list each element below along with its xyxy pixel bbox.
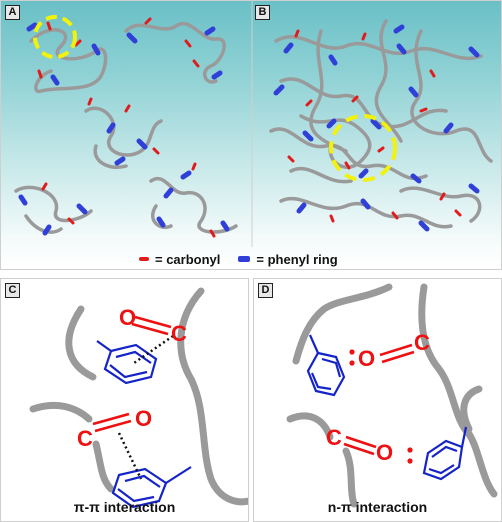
- phenyl-ring-lower: [111, 466, 192, 509]
- chain: [93, 144, 128, 169]
- legend-phenyl-label: = phenyl ring: [256, 251, 338, 267]
- polymer-backbones: [29, 287, 248, 506]
- panel-label-c: C: [5, 283, 20, 298]
- backbone: [460, 385, 483, 433]
- highlight-circle-b: [329, 114, 397, 182]
- lone-pair-dot: [407, 447, 413, 453]
- panel-c: O C O C C π-π interaction: [0, 278, 249, 522]
- backbone: [65, 305, 97, 381]
- carbonyl-groups: [37, 17, 462, 238]
- backbone: [92, 440, 115, 493]
- chain: [410, 29, 493, 163]
- atom-c-upper: C: [414, 330, 430, 355]
- lone-pair-dots: [349, 349, 413, 464]
- panel-ab: A B = carbonyl = phenyl ring: [0, 0, 502, 270]
- chain: [374, 19, 403, 143]
- chain: [124, 22, 226, 84]
- caption-n-pi: n-π interaction: [327, 499, 428, 515]
- panel-label-a: A: [5, 5, 20, 20]
- carbonyl-bonds: [343, 343, 415, 456]
- atom-o-lower: O: [376, 440, 394, 465]
- phenyl-ring-upper: [306, 334, 346, 397]
- carbonyl-swatch: [139, 257, 149, 261]
- chain: [274, 34, 483, 61]
- atom-c-lower: C: [77, 426, 93, 451]
- polymer-chains-a: [14, 22, 238, 234]
- caption-pi-pi: π-π interaction: [73, 499, 176, 515]
- phenyl-groups: [18, 22, 480, 236]
- panel-label-b: B: [255, 5, 270, 20]
- backbone: [418, 283, 498, 498]
- phenyl-swatch: [238, 256, 251, 262]
- backbone: [177, 287, 248, 506]
- n-pi-diagram: [286, 283, 498, 508]
- chain: [269, 127, 428, 180]
- pi-pi-dots-lower: [117, 432, 143, 480]
- chain: [299, 114, 372, 169]
- backbone: [29, 401, 93, 423]
- pi-pi-diagram: [29, 287, 248, 509]
- phenyl-ring-lower: [422, 426, 468, 481]
- phenyl-ring-upper: [96, 340, 158, 385]
- atom-o-lower: O: [135, 406, 153, 431]
- panel-label-d: D: [258, 283, 273, 298]
- lone-pair-dot: [349, 349, 355, 355]
- legend-carbonyl-label: = carbonyl: [155, 251, 221, 267]
- atom-o-upper: O: [119, 305, 137, 330]
- chain-diagram-ab: [14, 1, 493, 247]
- lone-pair-dot: [349, 360, 355, 366]
- backbone: [286, 412, 334, 441]
- backbone: [342, 447, 358, 508]
- carbonyl-bonds: [92, 315, 172, 433]
- polymer-backbones: [286, 283, 498, 508]
- chain: [150, 204, 173, 229]
- chain: [29, 28, 108, 93]
- chain: [84, 106, 163, 157]
- panel-d: O C O C D n-π interaction: [253, 278, 502, 522]
- lone-pair-dot: [407, 458, 413, 464]
- atom-o-upper: O: [358, 346, 376, 371]
- highlight-circle-a: [33, 15, 77, 59]
- chain: [149, 177, 238, 234]
- pi-pi-dots-upper: [133, 334, 174, 365]
- chain: [309, 29, 348, 153]
- legend: = carbonyl = phenyl ring: [139, 250, 338, 268]
- atom-c-lower: C: [326, 425, 342, 450]
- chain: [289, 167, 353, 184]
- backbone: [292, 283, 393, 365]
- chain: [399, 186, 482, 223]
- chain: [14, 185, 93, 223]
- atom-c-upper: C: [171, 321, 187, 346]
